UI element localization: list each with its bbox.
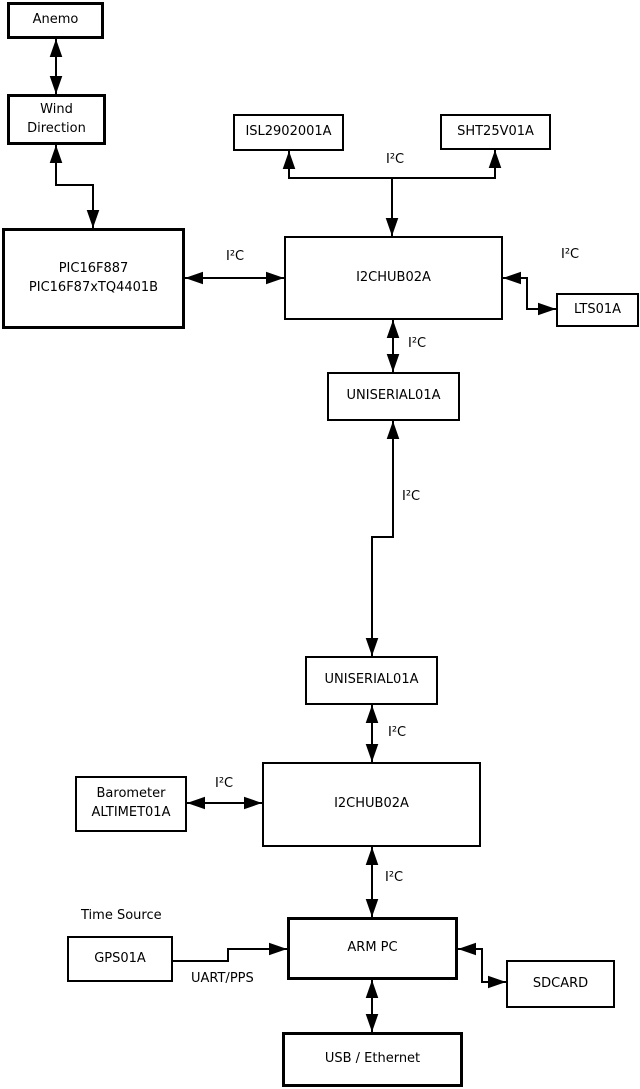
- node-armpc: ARM PC: [287, 917, 458, 980]
- node-sdcard-label: SDCARD: [532, 975, 589, 991]
- node-pic: PIC16F887 PIC16F87xTQ4401B: [2, 228, 185, 329]
- node-sht: SHT25V01A: [440, 114, 551, 150]
- node-uniserial-top: UNISERIAL01A: [327, 372, 460, 421]
- node-barometer-label-line1: Barometer: [96, 786, 166, 802]
- node-armpc-label: ARM PC: [347, 940, 398, 956]
- label-i2c-isl-sht-bus: I²C: [386, 152, 405, 167]
- node-pic-label-line1: PIC16F887: [58, 260, 129, 276]
- node-i2chub-bottom-label: I2CHUB02A: [334, 796, 409, 812]
- label-i2c-hub-lts: I²C: [561, 247, 580, 262]
- node-uniserial-bottom: UNISERIAL01A: [305, 656, 438, 705]
- node-i2chub-top-label: I2CHUB02A: [356, 269, 431, 285]
- node-i2chub-bottom: I2CHUB02A: [262, 762, 481, 847]
- node-wind-direction: Wind Direction: [7, 94, 106, 145]
- node-gps: GPS01A: [67, 936, 173, 982]
- connector-armpc-sdcard: [458, 942, 506, 989]
- node-lts-label: LTS01A: [573, 301, 622, 317]
- node-lts: LTS01A: [556, 293, 639, 327]
- label-i2c-pic-hub: I²C: [226, 249, 245, 264]
- node-barometer-label-line2: ALTIMET01A: [91, 805, 171, 820]
- label-i2c-hub-uniserial-top: I²C: [408, 336, 427, 351]
- connector-gps-armpc: [173, 942, 287, 962]
- node-sht-label: SHT25V01A: [457, 123, 534, 139]
- node-sdcard: SDCARD: [506, 960, 615, 1008]
- node-wind-direction-label-line1: Wind: [40, 101, 73, 117]
- node-gps-label: GPS01A: [94, 950, 146, 966]
- node-anemo: Anemo: [7, 2, 104, 39]
- label-i2c-uniserial-hub-bottom: I²C: [388, 725, 407, 740]
- label-i2c-barometer-hub: I²C: [215, 776, 234, 791]
- node-isl-label: ISL2902001A: [245, 124, 332, 140]
- connector-uniserial-long-link: [365, 421, 400, 656]
- node-wind-direction-label-line2: Direction: [27, 120, 86, 136]
- label-i2c-hub-armpc: I²C: [385, 870, 404, 885]
- node-uniserial-top-label: UNISERIAL01A: [346, 388, 441, 404]
- node-anemo-label: Anemo: [32, 12, 79, 28]
- label-time-source: Time Source: [81, 908, 162, 923]
- node-uniserial-bottom-label: UNISERIAL01A: [324, 672, 419, 688]
- label-uart-pps: UART/PPS: [191, 971, 254, 986]
- label-i2c-long-link: I²C: [402, 489, 421, 504]
- node-usb-ethernet: USB / Ethernet: [282, 1032, 463, 1087]
- connector-winddirection-pic: [49, 145, 100, 228]
- node-barometer: Barometer ALTIMET01A: [75, 776, 187, 832]
- node-i2chub-top: I2CHUB02A: [284, 236, 503, 320]
- node-usb-ethernet-label: USB / Ethernet: [324, 1051, 421, 1067]
- node-pic-label-line2: PIC16F87xTQ4401B: [28, 279, 159, 295]
- node-isl: ISL2902001A: [233, 114, 344, 151]
- connector-i2chub-top-lts: [503, 271, 556, 316]
